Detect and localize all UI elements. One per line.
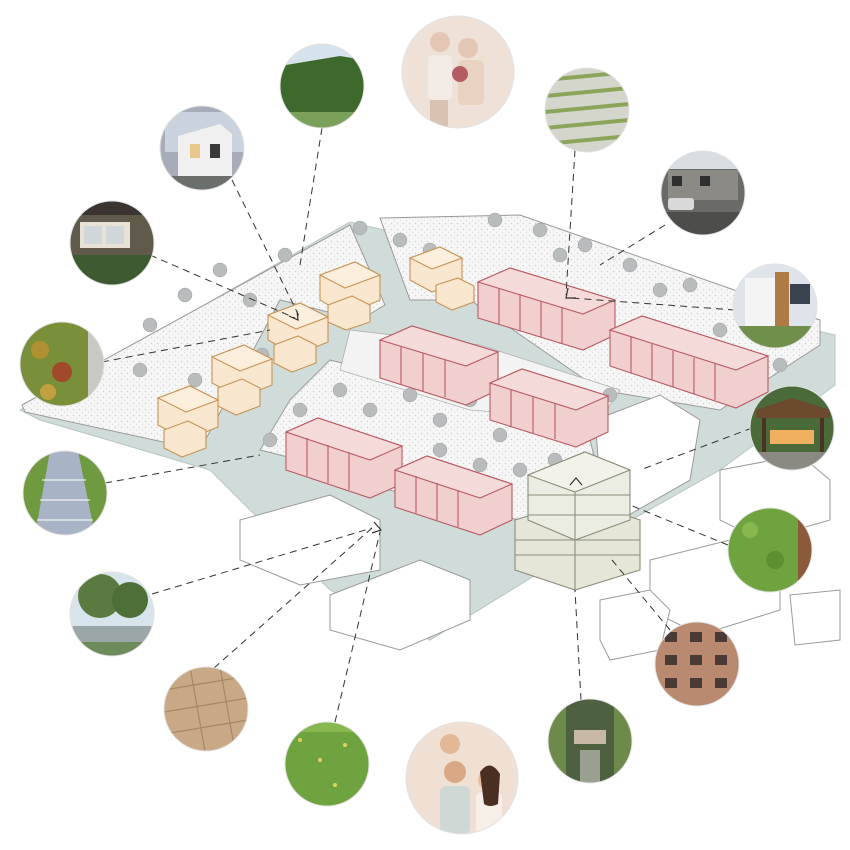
image-circle-rings [19,15,835,835]
villa-2 [408,246,475,311]
row-house-east [488,368,610,448]
row-house-southwest [284,417,404,499]
west-garden [21,224,386,451]
villa-4 [210,344,274,416]
image-circle-17 [406,722,518,834]
image-circle-14 [164,667,248,751]
row-houses [284,267,770,536]
image-circle-11 [23,451,107,535]
row-house-south [393,455,514,536]
context-block-2 [329,559,471,651]
villa-1 [318,261,382,331]
arrowheads [288,287,583,534]
image-circle-3 [402,16,514,128]
apartment-block [514,451,641,591]
image-circle-8 [750,386,834,470]
image-circle-12 [655,622,739,706]
row-house-center [378,325,500,406]
row-house-northeast [608,315,770,409]
image-circle-4 [545,68,629,152]
villa-5 [156,385,220,458]
image-circle-2 [280,44,364,128]
villas [156,246,475,458]
image-circle-9 [20,322,104,406]
context-block-1 [239,494,381,586]
leader-lines [101,127,753,723]
stone-paving-photo-icon [164,667,248,751]
image-circle-15 [285,722,369,806]
image-circle-1 [160,106,244,190]
context-block-7 [789,589,841,646]
meadow-photo-icon [285,722,369,806]
